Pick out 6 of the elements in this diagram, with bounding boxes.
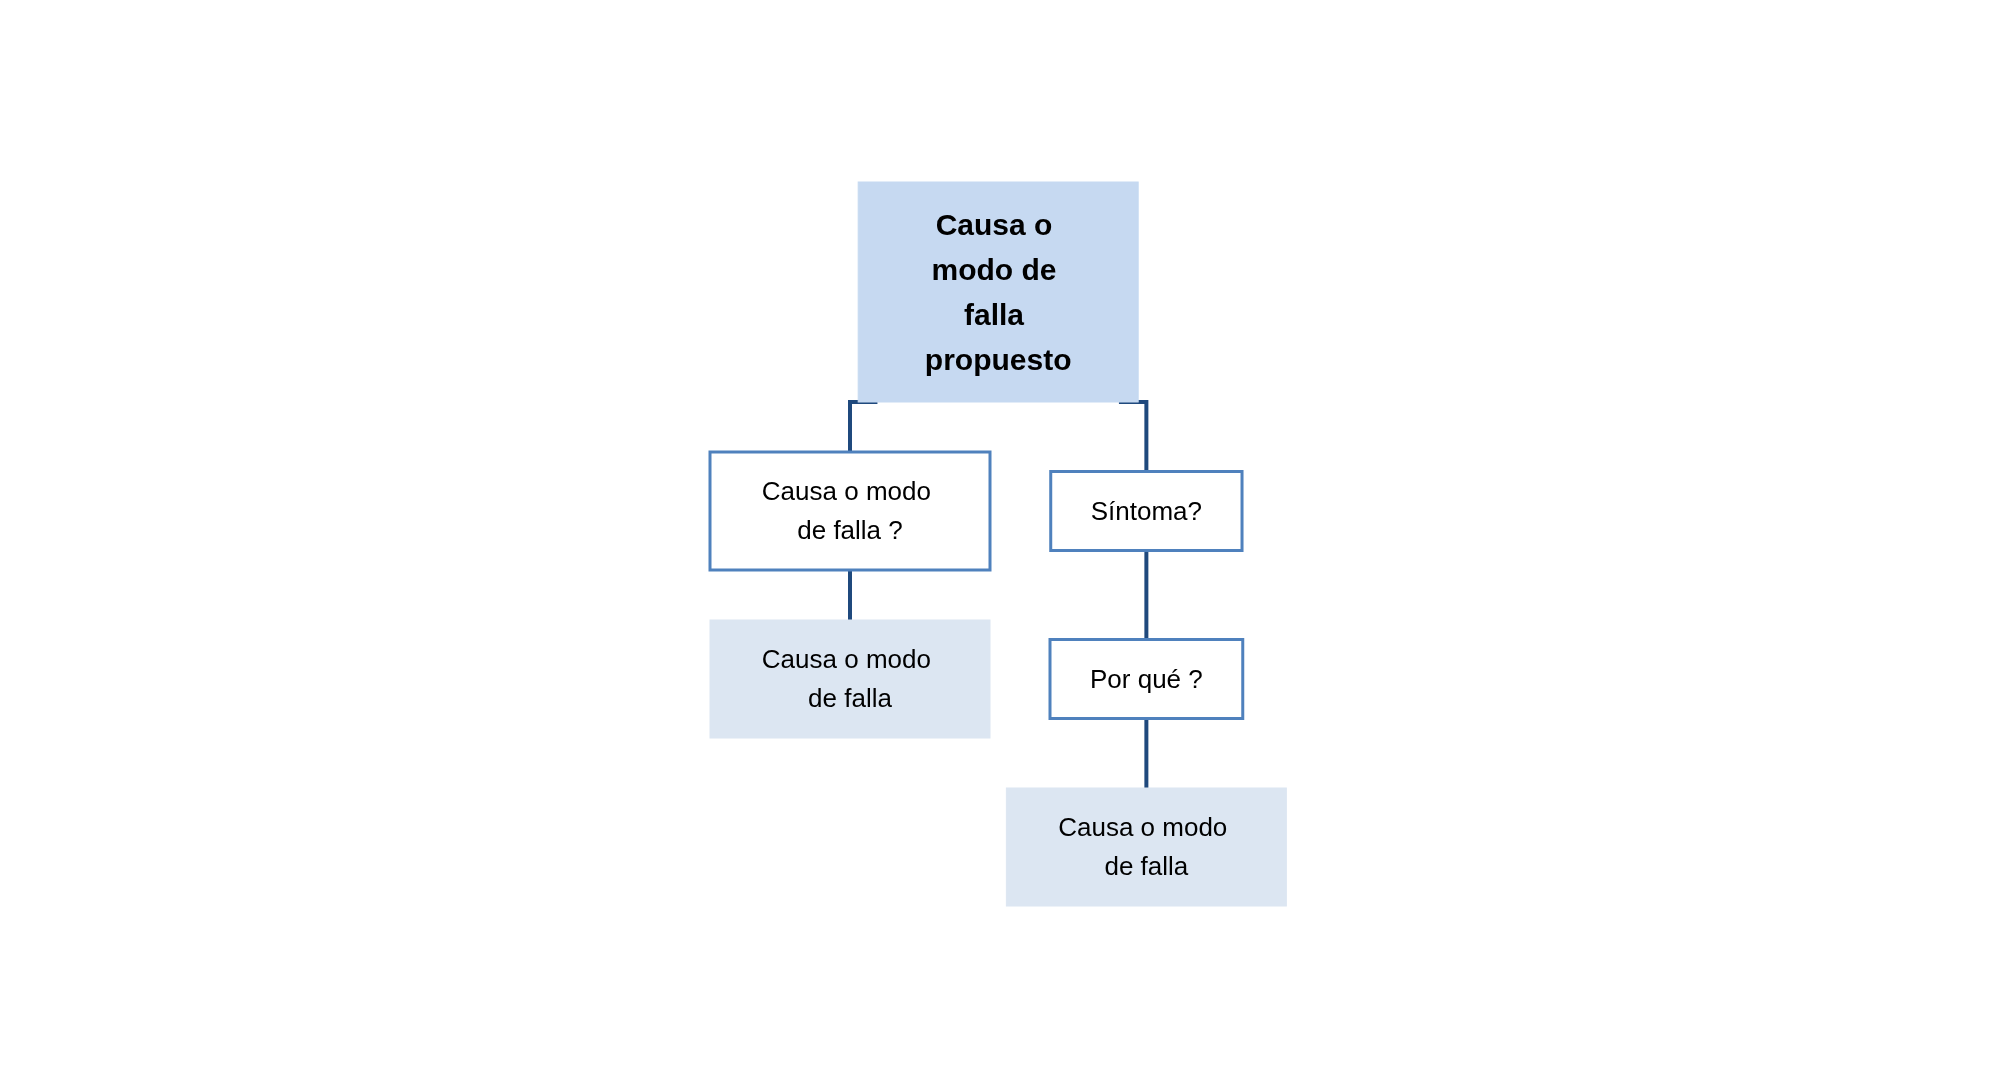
node-box: Por qué ? [1048, 638, 1245, 720]
node-box: Causa o modo de falla ? [708, 450, 992, 572]
node-box: Causa o modo de falla propuesto [858, 181, 1139, 403]
node-box: Síntoma? [1049, 470, 1244, 552]
node-box: Causa o modo de falla [709, 619, 991, 739]
node-box: Causa o modo de falla [1006, 787, 1288, 907]
